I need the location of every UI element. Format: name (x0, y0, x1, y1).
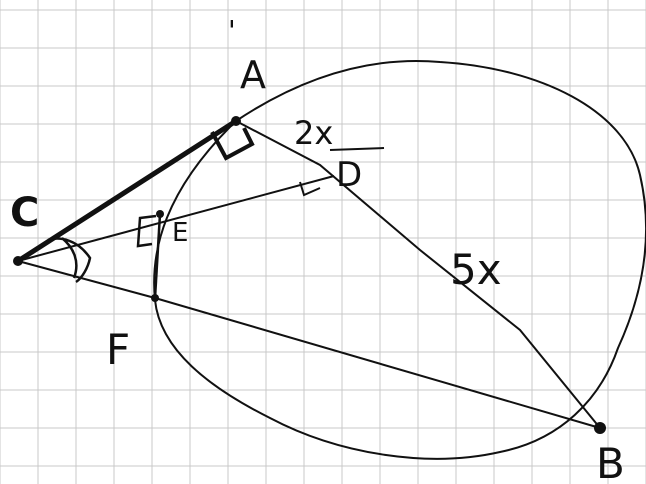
label-B: B (596, 439, 625, 484)
right-angle-mark-A (210, 127, 255, 161)
segment-EF (153, 213, 162, 299)
label-D: D (336, 155, 362, 195)
point-A (231, 116, 241, 126)
flourish-near-D (329, 147, 385, 151)
label-C: C (10, 190, 39, 236)
segment-CF (17, 260, 156, 299)
label-2x: 2x (294, 114, 333, 152)
label-5x: 5x (450, 245, 502, 294)
point-E (156, 210, 164, 218)
right-angle-mark-E (136, 214, 157, 248)
label-A: A (240, 53, 266, 97)
segment-FB (154, 297, 601, 429)
segment-AB (235, 120, 601, 429)
label-F: F (106, 325, 130, 374)
point-C (13, 256, 23, 266)
label-tick-A: ' (228, 14, 236, 47)
circle (153, 60, 646, 460)
angle-mark-C (47, 237, 92, 284)
right-angle-mark-D (299, 181, 321, 197)
point-B (594, 422, 606, 434)
point-F (151, 294, 159, 302)
label-E: E (172, 218, 188, 248)
